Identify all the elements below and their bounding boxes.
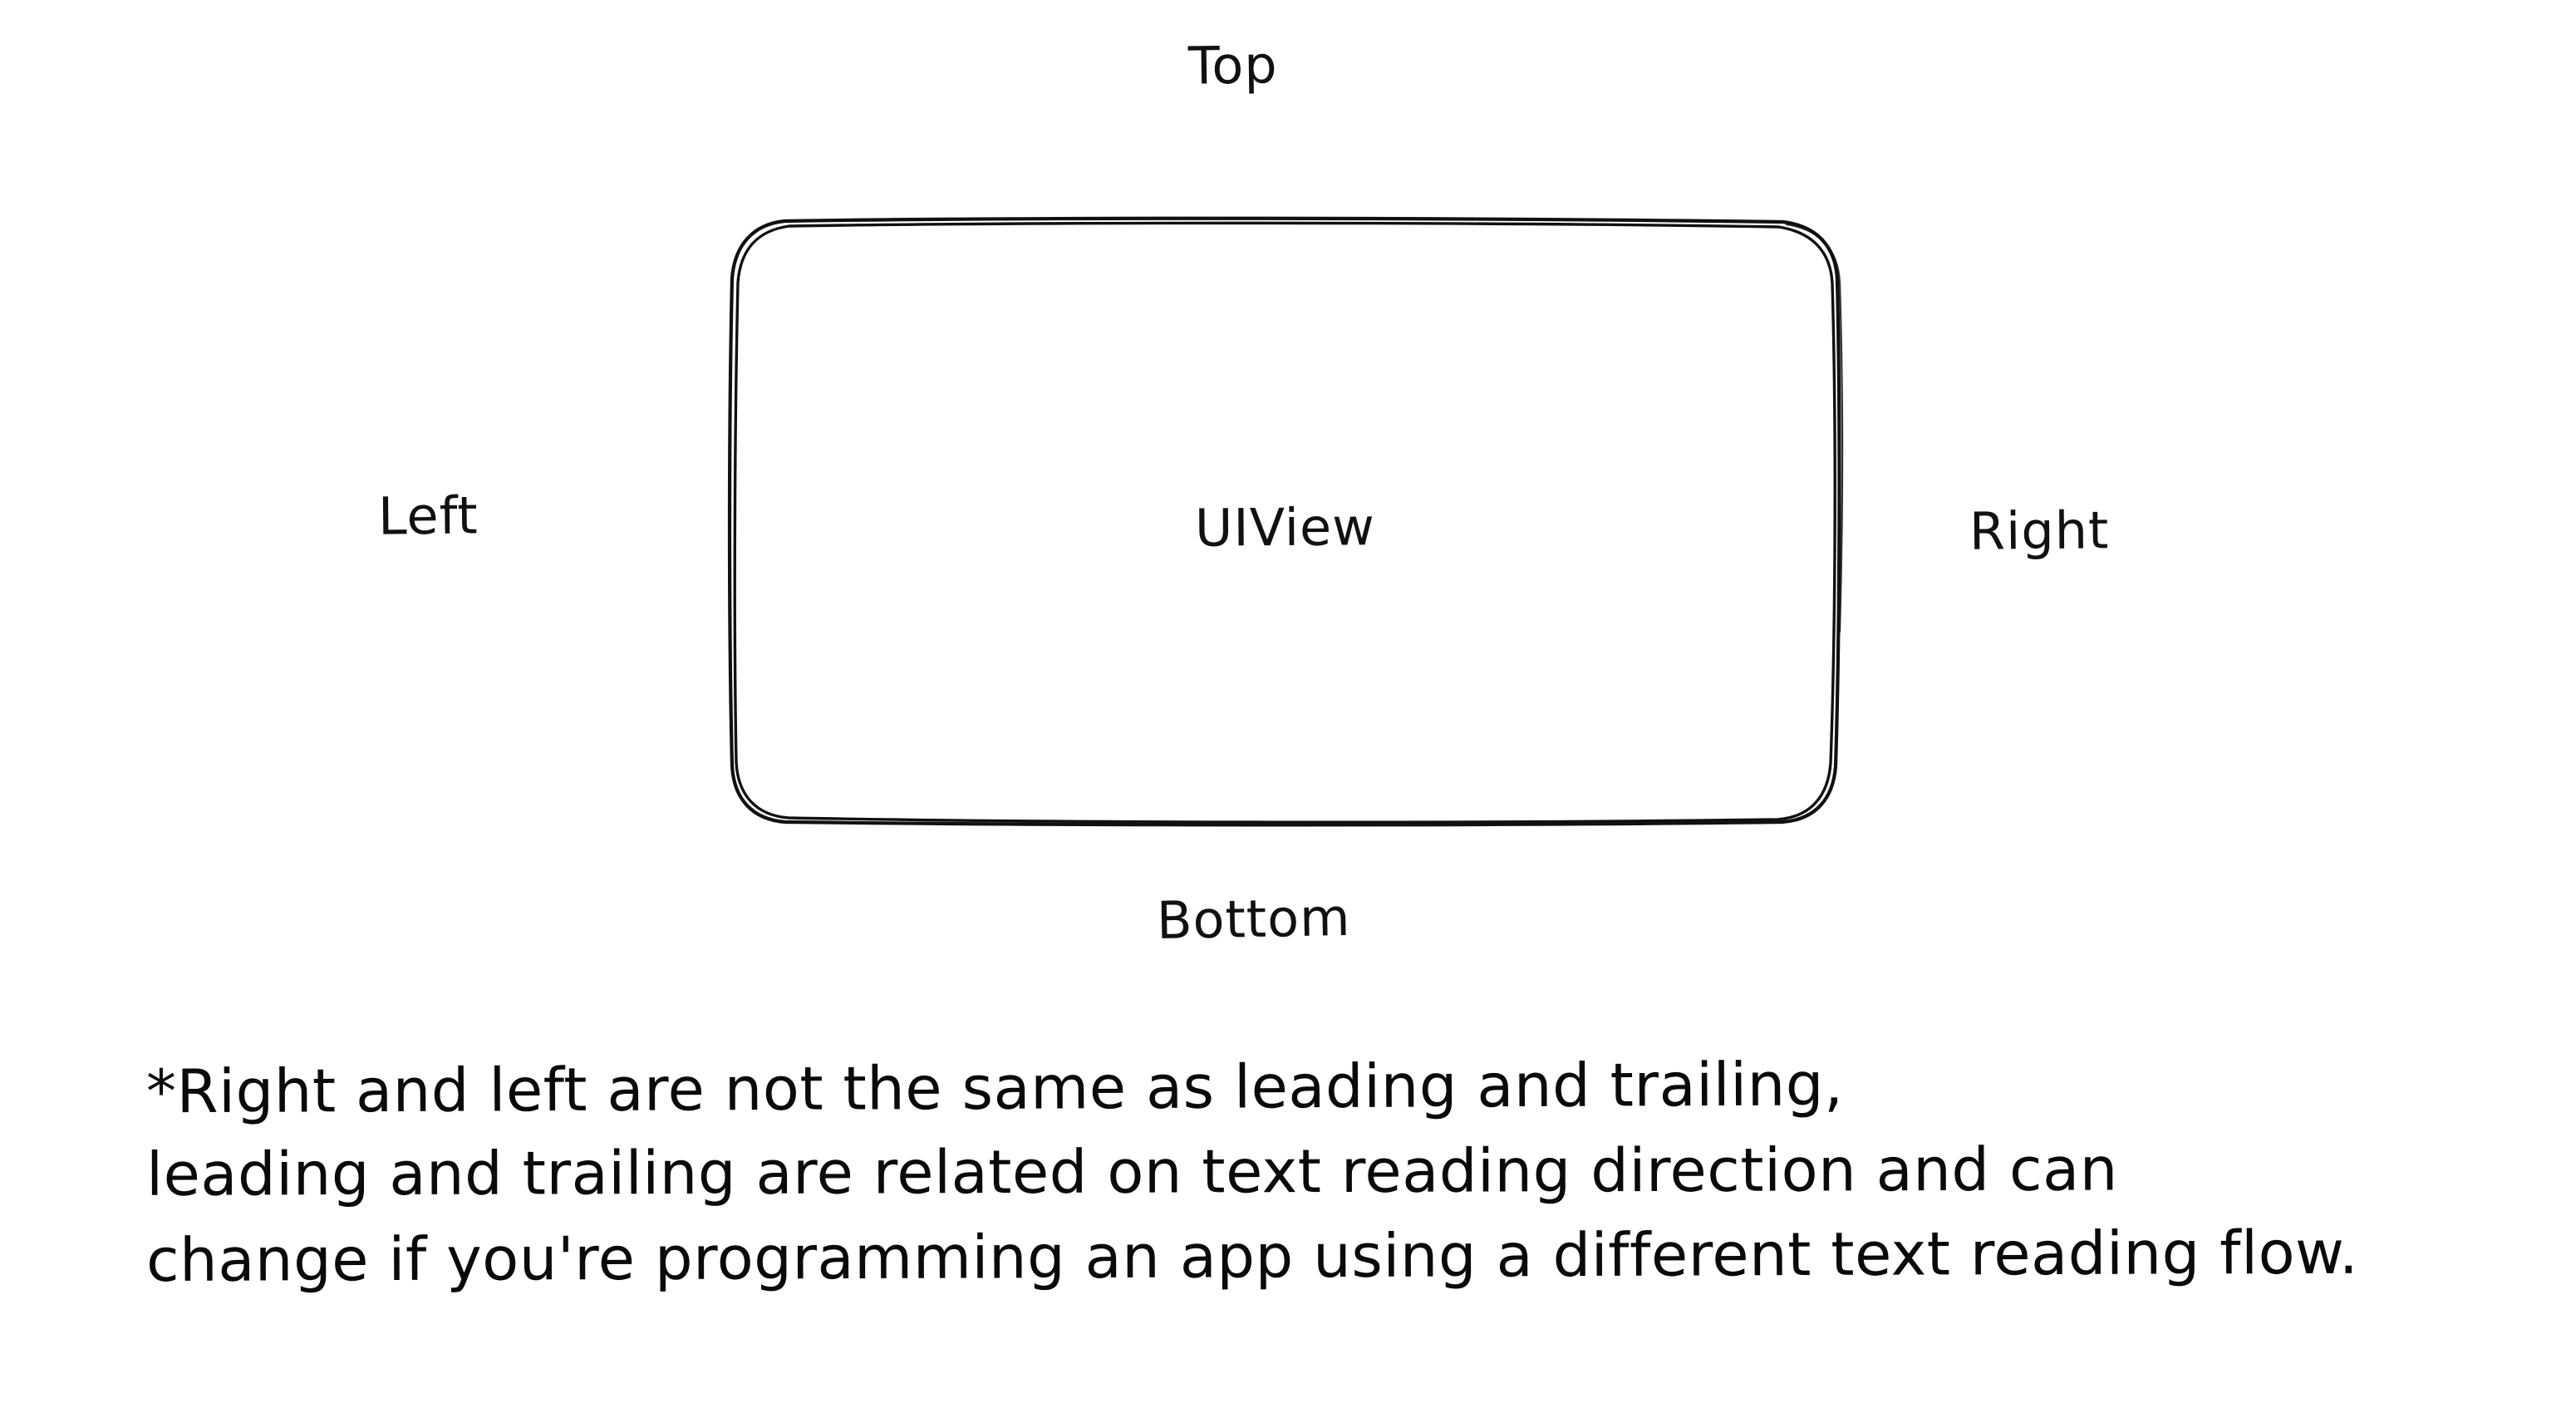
edge-label-left: Left [377, 485, 479, 547]
uiview-center-label: UIView [1194, 496, 1376, 559]
footnote-line-3: change if you're programming an app usin… [145, 1217, 2359, 1295]
footnote-line-1: *Right and left are not the same as lead… [145, 1049, 1844, 1127]
rectangle-stroke-pass-1 [727, 216, 1841, 827]
edge-label-bottom: Bottom [1156, 886, 1352, 952]
edge-label-top: Top [1187, 34, 1279, 96]
footnote-block: *Right and left are not the same as lead… [146, 1044, 2523, 1298]
rectangle-stroke-pass-3 [1785, 223, 1844, 633]
footnote-line-2: leading and trailing are related on text… [145, 1134, 2118, 1209]
edge-label-right: Right [1969, 500, 2110, 562]
rectangle-stroke-pass-2 [733, 221, 1836, 824]
